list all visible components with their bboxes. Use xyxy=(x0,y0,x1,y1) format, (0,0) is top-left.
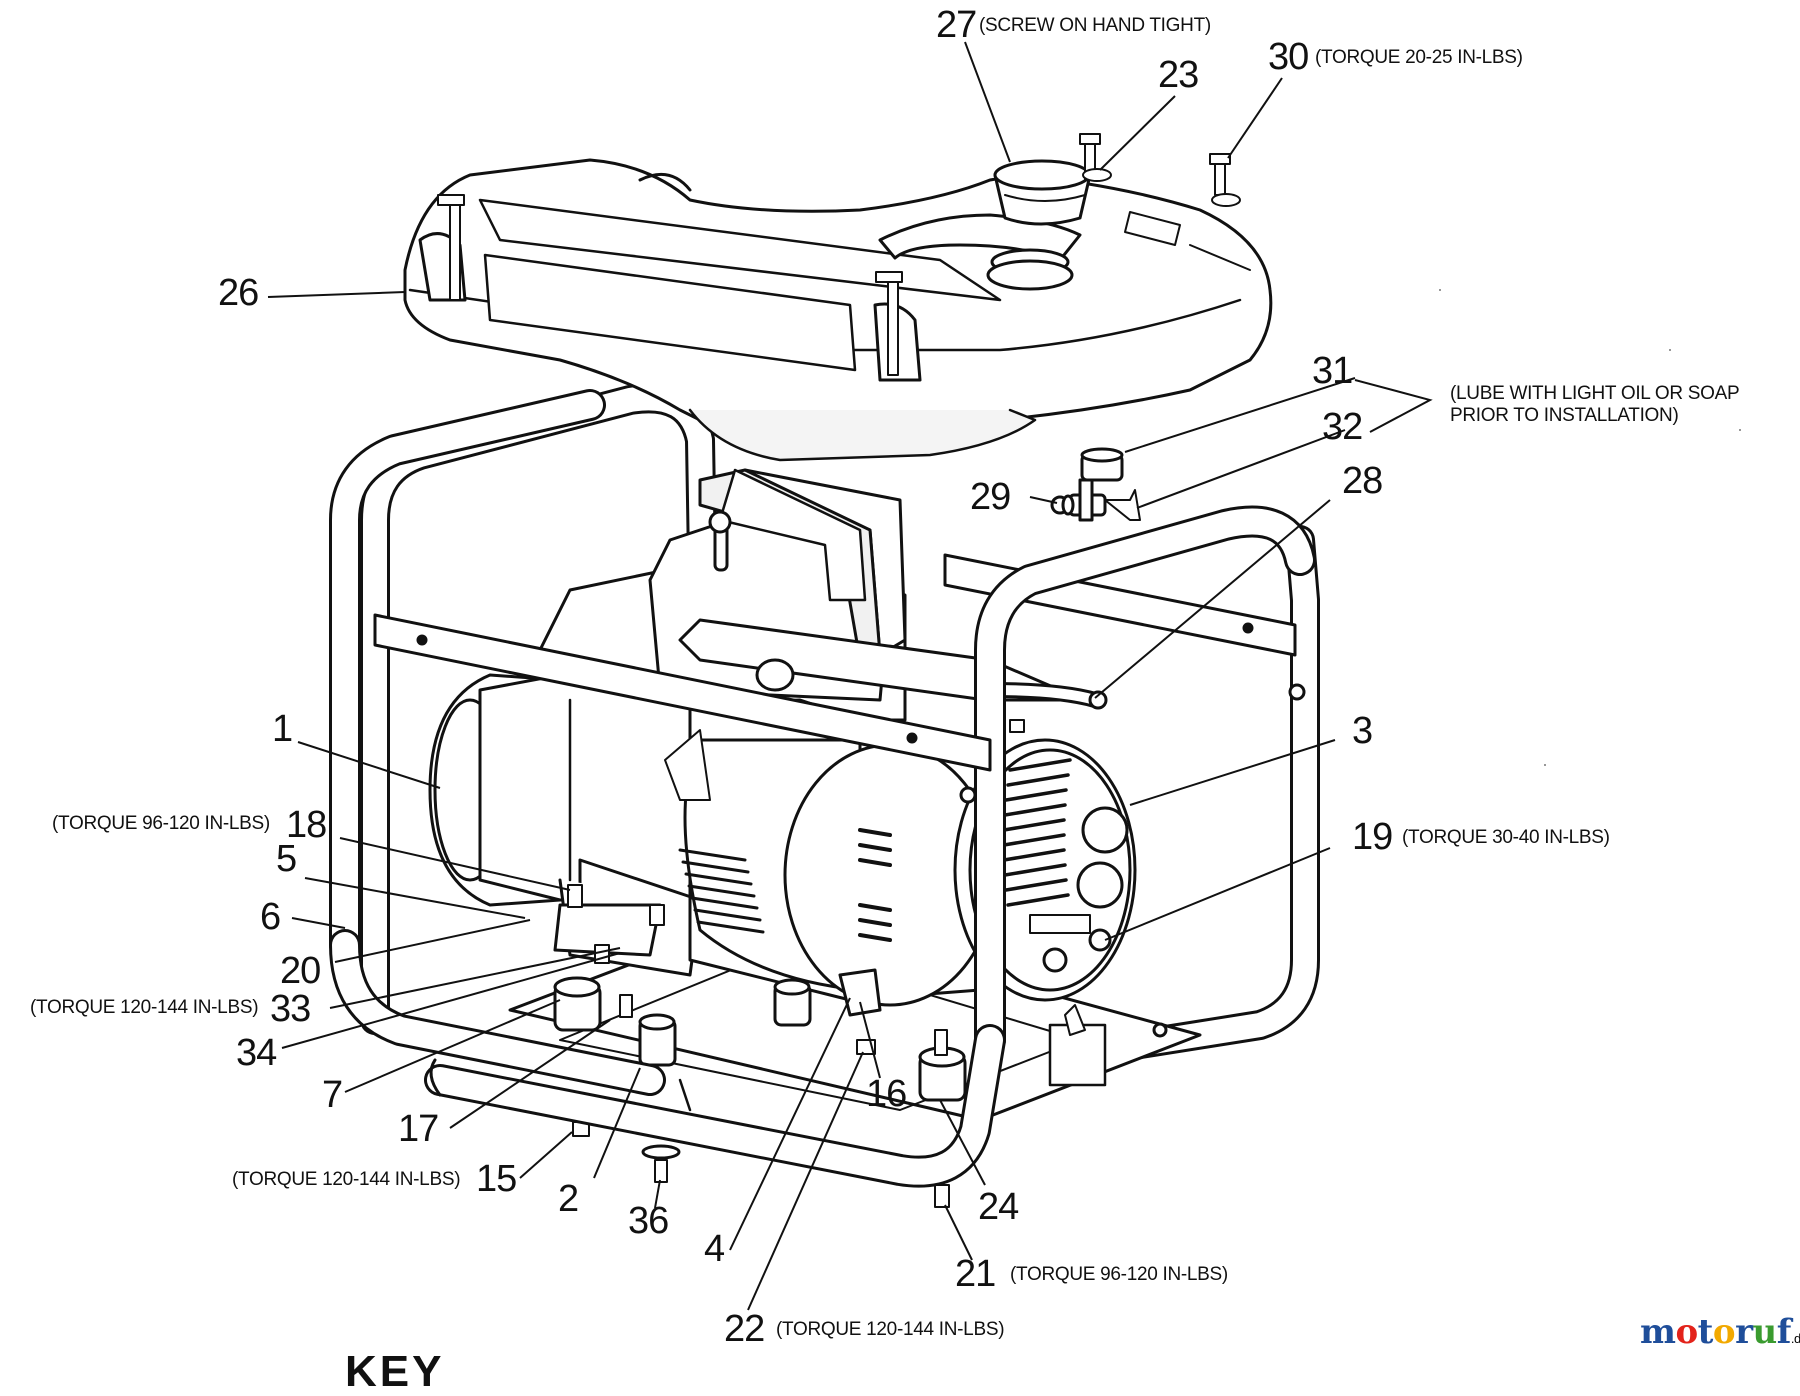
frame-back-tube xyxy=(360,383,1320,1075)
logo-letter-f: f xyxy=(1776,1312,1792,1352)
callout-number-3: 3 xyxy=(1352,710,1373,752)
logo-letter-o2: o xyxy=(1712,1312,1736,1352)
callout-number-6: 6 xyxy=(260,896,281,938)
callout-number-23: 23 xyxy=(1158,54,1199,96)
callout-note-27: (SCREW ON HAND TIGHT) xyxy=(979,15,1211,36)
callout-number-30: 30 xyxy=(1268,36,1309,78)
lube-note-line-1: (LUBE WITH LIGHT OIL OR SOAP xyxy=(1450,383,1740,404)
logo-tld: .de xyxy=(1790,1331,1800,1346)
callout-number-15: 15 xyxy=(476,1158,517,1200)
callout-note-15: (TORQUE 120-144 IN-LBS) xyxy=(232,1169,461,1190)
callout-number-33: 33 xyxy=(270,988,311,1030)
fuel-tank xyxy=(403,158,1273,462)
callout-note-19: (TORQUE 30-40 IN-LBS) xyxy=(1402,827,1610,848)
callout-number-27: 27 xyxy=(936,4,977,46)
callout-number-36: 36 xyxy=(628,1200,669,1242)
callout-number-34: 34 xyxy=(236,1032,277,1074)
callout-number-17: 17 xyxy=(398,1108,439,1150)
callout-note-22: (TORQUE 120-144 IN-LBS) xyxy=(776,1319,1005,1340)
key-heading-cut: KEY xyxy=(345,1347,445,1396)
callout-number-20: 20 xyxy=(280,950,321,992)
lube-note-line-2: PRIOR TO INSTALLATION) xyxy=(1450,405,1679,426)
logo-letter-u: u xyxy=(1752,1312,1778,1352)
fuel-cap xyxy=(993,159,1092,226)
callout-number-7: 7 xyxy=(322,1074,343,1116)
callout-number-1: 1 xyxy=(272,708,293,750)
callout-number-28: 28 xyxy=(1342,460,1383,502)
logo-letter-m: m xyxy=(1640,1312,1676,1352)
generator-drawing xyxy=(267,41,1741,1311)
callout-number-26: 26 xyxy=(218,272,259,314)
leader-lines xyxy=(267,41,1433,1311)
callout-number-19: 19 xyxy=(1352,816,1393,858)
logo-letter-o1: o xyxy=(1675,1312,1698,1352)
speckles xyxy=(1439,289,1741,766)
motoruf-logo: motoruf.de xyxy=(1640,1312,1800,1352)
callout-number-22: 22 xyxy=(724,1308,765,1350)
front-crossbar xyxy=(373,613,992,772)
callout-note-33: (TORQUE 120-144 IN-LBS) xyxy=(30,997,259,1018)
logo-letter-r: r xyxy=(1735,1312,1753,1352)
engine xyxy=(538,468,1108,722)
callout-number-32: 32 xyxy=(1322,406,1363,448)
callout-note-18: (TORQUE 96-120 IN-LBS) xyxy=(52,813,270,834)
callout-number-31: 31 xyxy=(1312,350,1353,392)
callout-number-29: 29 xyxy=(970,476,1011,518)
logo-letter-t: t xyxy=(1697,1312,1714,1352)
callout-note-30: (TORQUE 20-25 IN-LBS) xyxy=(1315,47,1523,68)
callout-number-24: 24 xyxy=(978,1186,1019,1228)
callout-number-5: 5 xyxy=(276,838,297,880)
mounts xyxy=(553,719,1086,1208)
callout-number-16: 16 xyxy=(866,1073,907,1115)
callout-number-2: 2 xyxy=(558,1178,579,1220)
callout-note-21: (TORQUE 96-120 IN-LBS) xyxy=(1010,1264,1228,1285)
callout-number-18: 18 xyxy=(286,804,327,846)
callout-number-4: 4 xyxy=(704,1228,725,1270)
callout-number-21: 21 xyxy=(955,1253,996,1295)
fuel-valve xyxy=(1050,447,1141,522)
